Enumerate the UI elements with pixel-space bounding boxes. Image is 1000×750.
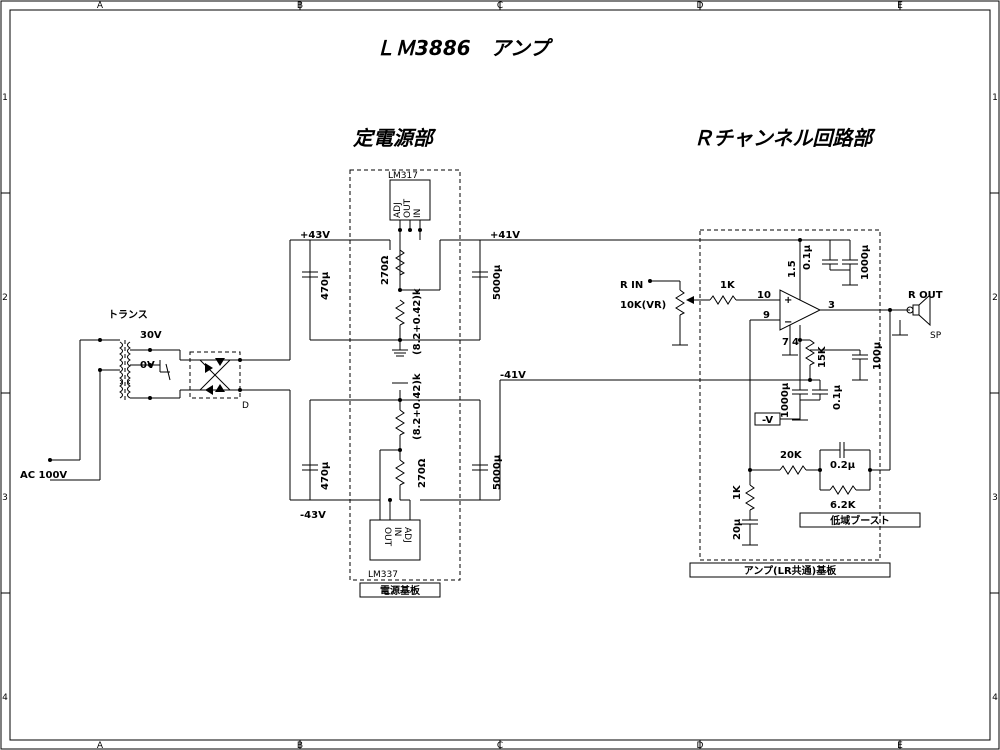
col-label-b: B — [297, 1, 303, 11]
n41-label: -41V — [500, 370, 526, 381]
row-label-2-right: 2 — [992, 293, 998, 303]
sp-label: SP — [930, 331, 942, 341]
bass-boost-label: 低域ブースト — [829, 514, 890, 527]
c5000a-label: 5000μ — [492, 264, 503, 300]
c02-label: 0.2μ — [830, 460, 856, 471]
pin10-label: 10 — [757, 290, 771, 301]
r15k-label: 15K — [817, 345, 828, 368]
bridge-rectifier — [195, 358, 242, 395]
psu-board-label: 電源基板 — [380, 584, 421, 597]
c20-label: 20μ — [732, 518, 743, 540]
v30-label: 30V — [140, 330, 162, 341]
p41-label: +41V — [490, 230, 520, 241]
row-label-1: 1 — [2, 93, 8, 103]
c01a-label: 0.1μ — [802, 244, 813, 270]
psu-section-title: 定電源部 — [352, 126, 437, 150]
amp-board-outline — [699, 229, 881, 561]
row-labels-left: 1 2 3 4 — [2, 93, 8, 703]
amp-board-label: アンプ(LR共通)基板 — [744, 564, 838, 577]
r20k-label: 20K — [780, 450, 803, 461]
r270a-label: 270Ω — [380, 255, 391, 285]
lm317-out: OUT — [403, 198, 413, 218]
row-label-3-right: 3 — [992, 493, 998, 503]
c470a-label: 470μ — [320, 271, 331, 300]
row-label-4: 4 — [2, 693, 8, 703]
c100-label: 100μ — [872, 341, 883, 370]
pin7-label: 7 — [782, 337, 789, 348]
lm317-in: IN — [413, 209, 423, 218]
v0-label: 0V — [140, 360, 155, 371]
row-labels-right: 1 2 3 4 — [992, 93, 998, 703]
col-label-e: E — [897, 1, 903, 11]
col-label-c: C — [497, 1, 503, 11]
lm317-network — [389, 220, 441, 357]
trans-label: トランス — [108, 309, 148, 321]
rvar-a-label: (8.2+0.42)k — [412, 288, 423, 355]
c1000a-label: 1000μ — [860, 244, 871, 280]
pin1-5-label: 1.5 — [787, 260, 798, 278]
column-labels-top: A B C D E — [97, 1, 903, 11]
row-label-3: 3 — [2, 493, 8, 503]
psu-board-tag — [359, 582, 441, 598]
pin4-label: 4 — [792, 337, 799, 348]
rin-label: R IN — [620, 280, 643, 291]
plus-sign: + — [784, 295, 792, 306]
row-label-2: 2 — [2, 293, 8, 303]
col-label-e-bottom: E — [897, 741, 903, 750]
c5000b-label: 5000μ — [492, 454, 503, 490]
col-label-d: D — [697, 1, 704, 11]
row-label-4-right: 4 — [992, 693, 998, 703]
row-label-1-right: 1 — [992, 93, 998, 103]
r270b-label: 270Ω — [417, 458, 428, 488]
col-label-b-bottom: B — [297, 741, 303, 750]
c01b-label: 0.1μ — [832, 384, 843, 410]
negative-rail — [240, 379, 800, 501]
col-label-c-bottom: C — [497, 741, 503, 750]
pin3-label: 3 — [828, 300, 835, 311]
psu-board-outline — [349, 169, 461, 581]
amp-wiring — [742, 238, 910, 546]
page-title: ＬＭ3886 アンプ — [375, 36, 553, 60]
r1k-in-label: 1K — [720, 280, 736, 291]
col-label-a: A — [97, 1, 104, 11]
vr-label: 10K(VR) — [620, 300, 666, 311]
p43-label: +43V — [300, 230, 330, 241]
r1k-fb-label: 1K — [732, 484, 743, 500]
column-labels-bottom: A B C D E — [97, 741, 903, 750]
ac-wiring — [48, 339, 195, 481]
neg-v-label: -V — [762, 415, 773, 426]
positive-rail — [240, 239, 800, 361]
lm337-network — [379, 382, 411, 520]
amp-board-tag — [689, 562, 891, 578]
lm337-regulator — [369, 519, 421, 561]
ac100-label: AC 100V — [20, 470, 67, 481]
minus-sign: − — [784, 317, 792, 328]
lm337-label: LM337 — [368, 570, 398, 580]
speaker-icon — [906, 293, 931, 327]
lm317-label: LM317 — [388, 171, 418, 181]
lm337-out: OUT — [382, 527, 392, 547]
r62k-label: 6.2K — [830, 500, 857, 511]
rch-section-title: Ｒチャンネル回路部 — [693, 126, 876, 150]
pin9-label: 9 — [763, 310, 770, 321]
c470b-label: 470μ — [320, 461, 331, 490]
n43-label: -43V — [300, 510, 326, 521]
diode-label: D — [242, 401, 249, 411]
col-label-d-bottom: D — [697, 741, 704, 750]
rvar-b-label: (8.2+0.42)k — [412, 373, 423, 440]
input-network — [648, 279, 780, 346]
lm337-adj: ADJ — [402, 527, 412, 543]
rectifier-outline — [189, 351, 241, 399]
bass-boost-tag — [799, 512, 921, 528]
lm317-adj: ADJ — [393, 202, 403, 218]
col-label-a-bottom: A — [97, 741, 104, 750]
c1000b-label: 1000μ — [780, 382, 791, 418]
lm337-in: IN — [392, 527, 402, 536]
rout-label: R OUT — [908, 290, 943, 301]
